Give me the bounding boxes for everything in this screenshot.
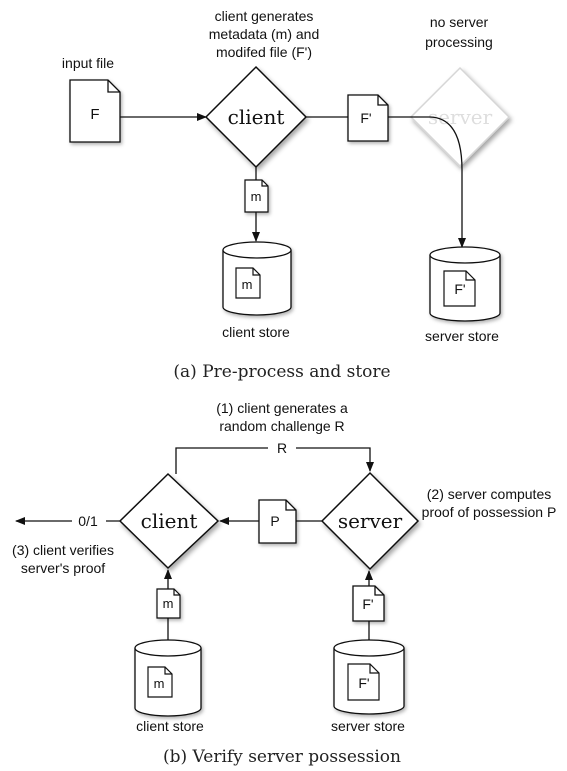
server-store-file-icon	[443, 270, 476, 307]
server-compute-note-line-1: (2) server computes	[427, 486, 551, 502]
server-store-b-file-icon	[347, 663, 380, 701]
client-store-b-file-icon	[147, 666, 173, 698]
meta-m-label: m	[251, 189, 262, 204]
verify-note-line-2: server's proof	[21, 560, 105, 576]
part-a: input file client generates metadata (m)…	[62, 8, 511, 382]
proof-file-icon	[258, 499, 297, 544]
meta-m-b-label: m	[163, 596, 174, 611]
client-store-label: client store	[222, 324, 290, 340]
fprime-b-label: F'	[362, 596, 373, 612]
server-store-label: server store	[425, 328, 499, 344]
server-store-b-fprime-label: F'	[358, 675, 369, 691]
input-file-label: input file	[62, 55, 114, 71]
server-diamond-faded	[409, 66, 511, 168]
server-note-line-1: no server	[430, 14, 489, 30]
client-store-b-label: client store	[136, 718, 204, 734]
client-note-line-3: modifed file (F')	[216, 44, 312, 60]
client-diamond-b	[118, 472, 220, 570]
challenge-r-bg	[268, 442, 296, 456]
client-diamond-label: client	[228, 105, 285, 129]
client-note-line-1: client generates	[215, 8, 314, 24]
output-bg	[72, 513, 106, 529]
client-note-line-2: metadata (m) and	[209, 26, 320, 42]
caption-a: (a) Pre-process and store	[173, 362, 390, 382]
server-diamond-faded-label: server	[428, 105, 493, 129]
verify-note-line-1: (3) client verifies	[12, 542, 114, 558]
challenge-r-label: R	[277, 440, 287, 456]
caption-b: (b) Verify server possession	[163, 747, 401, 767]
server-note-line-2: processing	[425, 34, 493, 50]
file-f-label: F	[90, 106, 99, 123]
output-label: 0/1	[78, 513, 98, 529]
client-store-file-icon	[235, 267, 261, 299]
server-store-fprime-label: F'	[454, 281, 465, 297]
client-store-b-m-label: m	[154, 676, 165, 691]
challenge-note-line-1: (1) client generates a	[216, 400, 348, 416]
file-fprime-label: F'	[360, 110, 371, 126]
server-store-b-label: server store	[331, 718, 405, 734]
part-b: (1) client generates a random challenge …	[12, 400, 556, 767]
metadata-file-icon-b	[156, 588, 181, 619]
client-store-m-label: m	[242, 277, 253, 292]
modified-file-icon	[347, 94, 389, 142]
metadata-file-icon	[244, 179, 269, 213]
modified-file-icon-b	[352, 585, 385, 622]
server-compute-note-line-2: proof of possession P	[422, 504, 557, 520]
proof-p-label: P	[270, 513, 279, 529]
server-diamond-b-label: server	[338, 509, 403, 533]
client-diamond-b-label: client	[141, 509, 198, 533]
arrow-fprime-to-server-store	[388, 116, 466, 248]
server-diamond-b	[320, 471, 420, 571]
challenge-note-line-2: random challenge R	[219, 418, 344, 434]
